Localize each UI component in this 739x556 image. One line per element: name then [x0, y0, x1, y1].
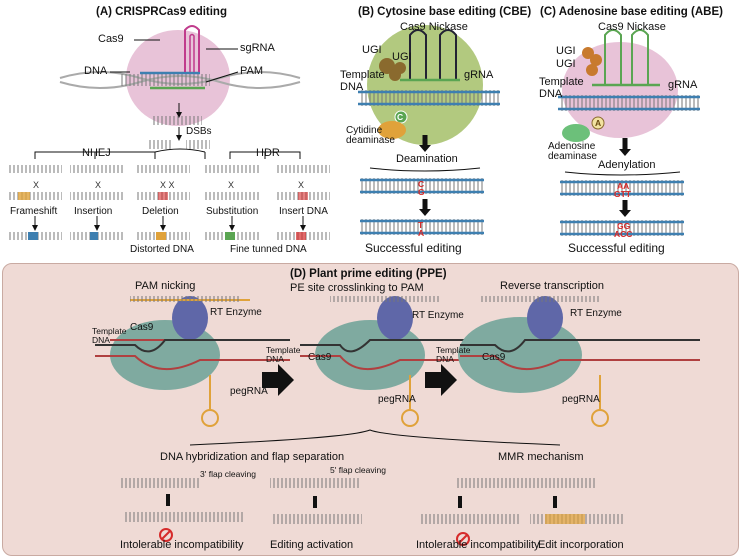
- dna-d-label-1: DNA: [92, 335, 110, 345]
- svg-text:X: X: [33, 180, 39, 190]
- outcome-frameshift: Frameshift: [10, 206, 58, 217]
- panel-c-artwork: [558, 29, 700, 236]
- base-gg-top: GG: [617, 221, 631, 231]
- base-g-bottom: G: [418, 187, 425, 197]
- ugi-c-label-1: UGI: [556, 45, 576, 57]
- template-c-label: Template: [539, 76, 584, 88]
- flap5-label: 5' flap cleaving: [330, 465, 386, 475]
- svg-text:X: X: [228, 180, 234, 190]
- mmr-mechanism-label: MMR mechanism: [498, 451, 584, 463]
- c-marker: C: [397, 112, 404, 122]
- svg-text:X: X: [95, 180, 101, 190]
- step-pam-nicking: PAM nicking: [135, 280, 196, 292]
- cytidine-label: Cytidine: [346, 125, 383, 136]
- cas9-d-label-2: Cas9: [308, 352, 332, 363]
- rt-enzyme-label-2: RT Enzyme: [412, 310, 464, 321]
- nhej-label: NHEJ: [82, 147, 111, 159]
- ugi-b-label-2: UGI: [392, 51, 412, 63]
- pam-label: PAM: [240, 65, 264, 77]
- deaminase-c-label: deaminase: [548, 151, 597, 162]
- svg-text:X: X: [298, 180, 304, 190]
- panel-d-artwork: [95, 296, 700, 546]
- result-distorted-dna: Distorted DNA: [130, 244, 194, 255]
- a-marker: A: [595, 118, 602, 128]
- step-pe-crosslinking: PE site crosslinking to PAM: [290, 282, 424, 294]
- outcome-editing-activation: Editing activation: [270, 539, 354, 551]
- grna-c-label: gRNA: [668, 79, 698, 91]
- panel-b-artwork: [358, 25, 500, 235]
- ppe-panel-background: [2, 263, 739, 556]
- panel-a-artwork: X X X X X X: [8, 25, 330, 240]
- dna-b-label: DNA: [340, 81, 364, 93]
- base-acc-bottom: ACC: [614, 229, 633, 239]
- cas9-nickase-b-label: Cas9 Nickase: [400, 21, 468, 33]
- template-b-label: Template: [340, 69, 385, 81]
- pegrna-label-2: pegRNA: [378, 394, 416, 405]
- successful-editing-b: Successful editing: [365, 241, 462, 255]
- base-c-top: C: [418, 179, 425, 189]
- template-d-label-3: Template: [436, 345, 471, 355]
- outcome-deletion: Deletion: [142, 206, 179, 217]
- adenosine-label: Adenosine: [548, 141, 596, 152]
- panel-c-title: (C) Adenosine base editing (ABE): [540, 6, 723, 18]
- template-d-label-2: Template: [266, 345, 301, 355]
- cas9-nickase-c-label: Cas9 Nickase: [598, 21, 666, 33]
- deamination-label: Deamination: [396, 153, 458, 165]
- dna-c-label: DNA: [539, 88, 563, 100]
- ugi-b-label-1: UGI: [362, 44, 382, 56]
- successful-editing-c: Successful editing: [568, 241, 665, 255]
- outcome-intolerable-2: Intolerable incompatibility: [416, 539, 540, 551]
- rt-enzyme-label-1: RT Enzyme: [210, 307, 262, 318]
- template-d-label-1: Template: [92, 326, 127, 336]
- outcome-insert-dna: Insert DNA: [279, 206, 328, 217]
- panel-a-title: (A) CRISPRCas9 editing: [96, 6, 227, 18]
- dsbs-label: DSBs: [186, 126, 212, 137]
- step-reverse-transcription: Reverse transcription: [500, 280, 604, 292]
- outcome-insertion: Insertion: [74, 206, 113, 217]
- dna-label: DNA: [84, 65, 108, 77]
- panel-b-title: (B) Cytosine base editing (CBE): [358, 6, 532, 18]
- result-fine-tunned-dna: Fine tunned DNA: [230, 244, 307, 255]
- adenylation-label: Adenylation: [598, 159, 656, 171]
- hdr-label: HDR: [256, 147, 280, 159]
- outcome-intolerable-1: Intolerable incompatibility: [120, 539, 244, 551]
- cas9-d-label-3: Cas9: [482, 352, 506, 363]
- base-aa-top: AA: [617, 181, 630, 191]
- dna-hybridization-label: DNA hybridization and flap separation: [160, 451, 345, 463]
- deaminase-b-label: deaminase: [346, 135, 395, 146]
- dna-d-label-3: DNA: [436, 354, 454, 364]
- rt-enzyme-label-3: RT Enzyme: [570, 308, 622, 319]
- base-a-bottom: A: [418, 228, 425, 238]
- pegrna-label-1: pegRNA: [230, 386, 268, 397]
- panel-d-title: (D) Plant prime editing (PPE): [290, 268, 447, 280]
- svg-text:X X: X X: [160, 180, 175, 190]
- cas9-label: Cas9: [98, 33, 124, 45]
- base-t-top: T: [418, 220, 424, 230]
- dna-d-label-2: DNA: [266, 354, 284, 364]
- outcome-substitution: Substitution: [206, 206, 259, 217]
- cas9-d-label-1: Cas9: [130, 322, 154, 333]
- ugi-c-label-2: UGI: [556, 58, 576, 70]
- base-gtt-bottom: GTT: [614, 189, 631, 199]
- sgrna-label: sgRNA: [240, 42, 275, 54]
- flap3-label: 3' flap cleaving: [200, 469, 256, 479]
- grna-b-label: gRNA: [464, 69, 494, 81]
- outcome-edit-incorporation: Edit incorporation: [538, 539, 624, 551]
- pegrna-label-3: pegRNA: [562, 394, 600, 405]
